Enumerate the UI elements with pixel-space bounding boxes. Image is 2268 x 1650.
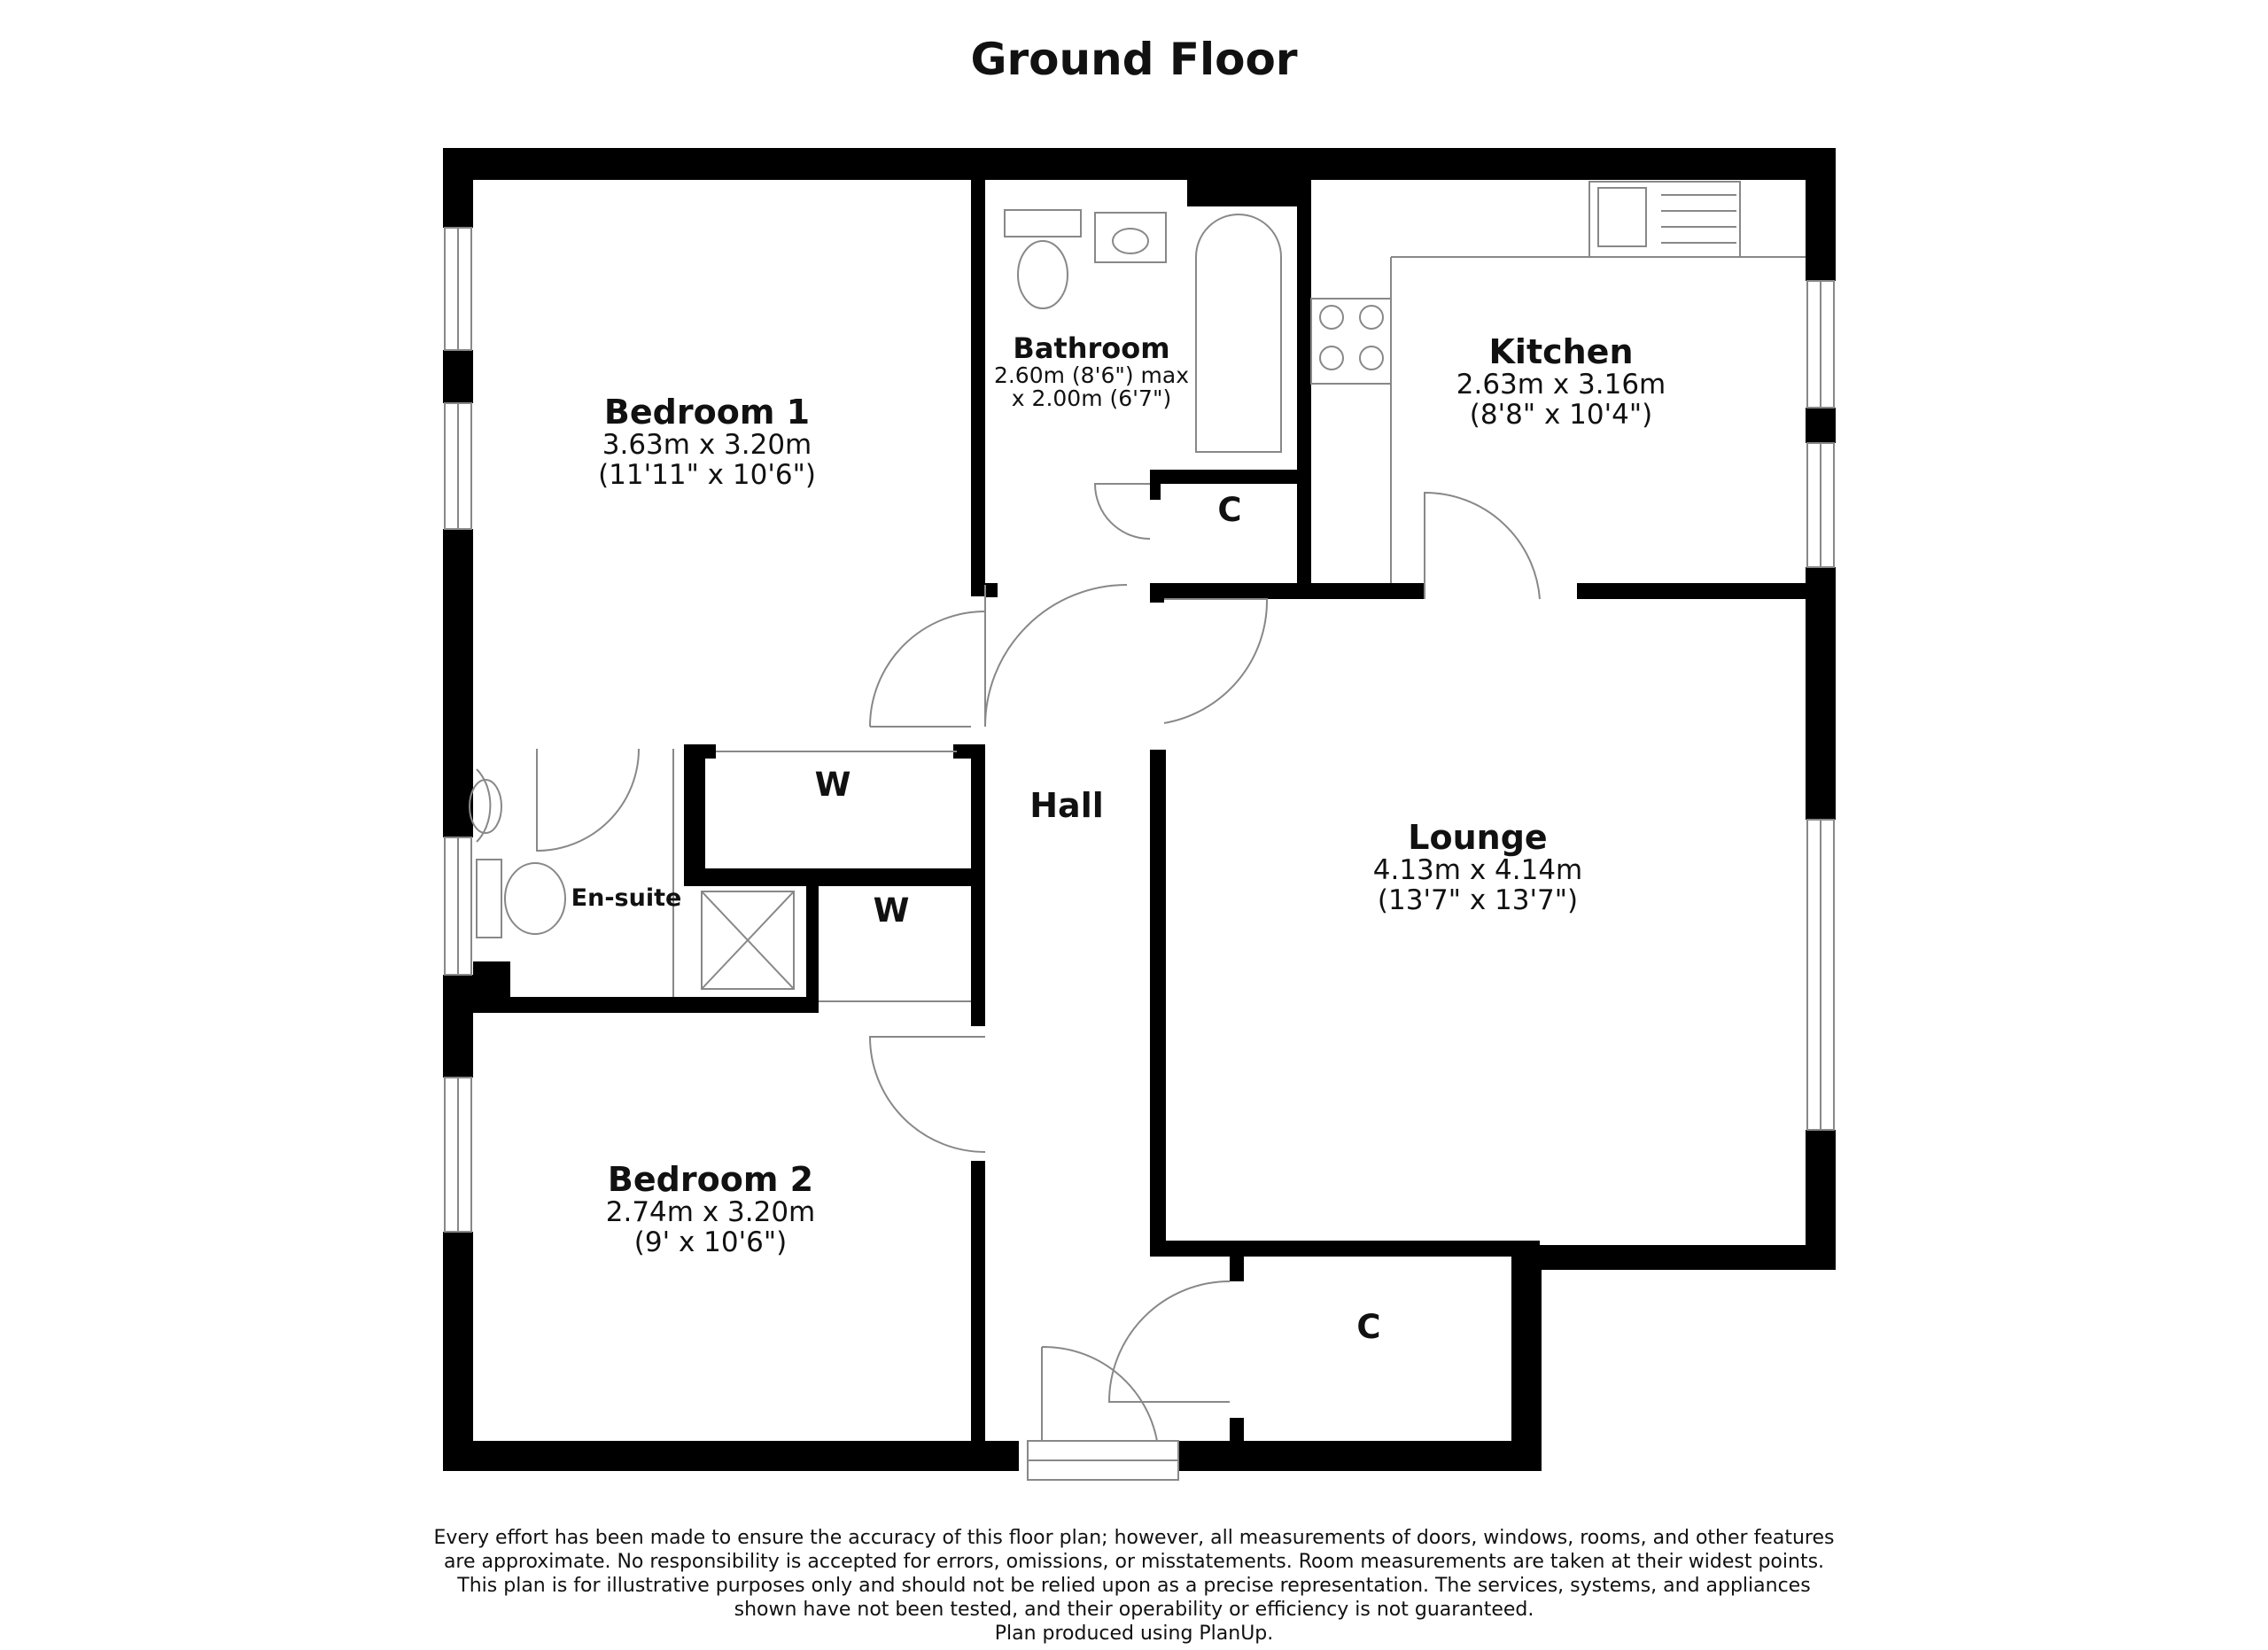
walls	[443, 148, 1836, 1471]
wardrobe-2-label: W	[874, 891, 910, 930]
lounge-dim-ft: (13'7" x 13'7")	[1378, 884, 1578, 916]
disclaimer: Every effort has been made to ensure the…	[354, 1526, 1914, 1646]
kitchen-dim-ft: (8'8" x 10'4")	[1470, 399, 1652, 431]
fixtures	[469, 181, 1806, 990]
disclaimer-line: shown have not been tested, and their op…	[734, 1599, 1534, 1621]
ensuite-name: En-suite	[571, 884, 682, 912]
lounge: Lounge 4.13m x 4.14m (13'7" x 13'7")	[1373, 818, 1583, 916]
kitchen-dim-m: 2.63m x 3.16m	[1456, 369, 1666, 401]
plan-title: Ground Floor	[970, 34, 1298, 85]
hall-name: Hall	[1029, 786, 1104, 825]
disclaimer-line: This plan is for illustrative purposes o…	[457, 1575, 1811, 1597]
windows	[444, 227, 1835, 1481]
lounge-name: Lounge	[1408, 818, 1547, 857]
bedroom-1: Bedroom 1 3.63m x 3.20m (11'11" x 10'6")	[598, 393, 816, 491]
bedroom-2-name: Bedroom 2	[608, 1160, 813, 1199]
bathroom-name: Bathroom	[1013, 331, 1169, 365]
kitchen: Kitchen 2.63m x 3.16m (8'8" x 10'4")	[1456, 332, 1666, 431]
disclaimer-line: Plan produced using PlanUp.	[994, 1623, 1274, 1645]
cupboard-bottom-label: C	[1356, 1308, 1380, 1346]
kitchen-name: Kitchen	[1488, 332, 1633, 371]
disclaimer-line: are approximate. No responsibility is ac…	[443, 1551, 1825, 1573]
bedroom-2-dim-m: 2.74m x 3.20m	[606, 1196, 816, 1228]
disclaimer-line: Every effort has been made to ensure the…	[433, 1527, 1835, 1549]
wardrobe-1-label: W	[815, 766, 851, 804]
bedroom-2-dim-ft: (9' x 10'6")	[634, 1226, 787, 1258]
bedroom-1-dim-m: 3.63m x 3.20m	[602, 429, 812, 461]
bathroom: Bathroom 2.60m (8'6") max x 2.00m (6'7")	[994, 331, 1189, 411]
bedroom-2: Bedroom 2 2.74m x 3.20m (9' x 10'6")	[606, 1160, 816, 1258]
bathroom-dim-ft: x 2.00m (6'7")	[1012, 385, 1171, 411]
cupboard-top-label: C	[1217, 491, 1241, 529]
bedroom-1-dim-ft: (11'11" x 10'6")	[598, 459, 816, 491]
lounge-dim-m: 4.13m x 4.14m	[1373, 854, 1583, 886]
door-swings	[536, 483, 1541, 1442]
bathroom-dim-m: 2.60m (8'6") max	[994, 362, 1189, 388]
bedroom-1-name: Bedroom 1	[604, 393, 810, 432]
